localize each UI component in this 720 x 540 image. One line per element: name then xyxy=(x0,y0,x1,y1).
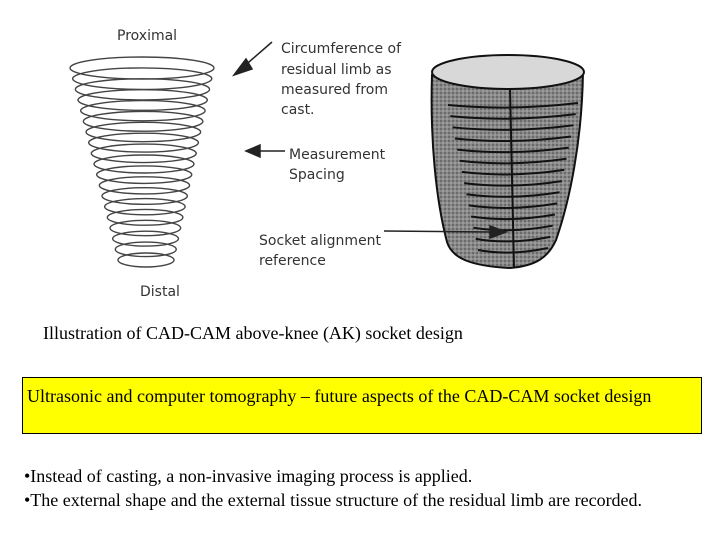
circumference-ring xyxy=(101,186,189,206)
socket-alignment-label-line-2: reference xyxy=(259,253,326,269)
socket-measurement-line xyxy=(461,168,565,176)
circumference-ring xyxy=(98,176,191,195)
socket-measurement-line xyxy=(450,113,576,120)
socket-model xyxy=(430,54,585,270)
circumference-ring xyxy=(85,121,202,143)
circumference-ring xyxy=(111,230,180,247)
circumference-label-line-3: measured from xyxy=(281,82,388,98)
socket-measurement-line xyxy=(475,235,551,243)
socket-measurement-line xyxy=(466,191,560,198)
socket-measurement-line xyxy=(447,102,579,109)
circumference-label-line-1: Circumference of xyxy=(281,41,402,57)
cad-cam-socket-illustration: Proximal Distal Circumference of residua… xyxy=(69,28,585,300)
circumference-ring xyxy=(114,241,177,258)
bullet-list: •Instead of casting, a non-invasive imag… xyxy=(24,464,704,512)
socket-measurement-line xyxy=(477,247,549,254)
proximal-label: Proximal xyxy=(117,28,177,44)
figure-caption: Illustration of CAD-CAM above-knee (AK) … xyxy=(43,323,463,343)
socket-measurement-line xyxy=(468,202,558,209)
bullet-item-2: •The external shape and the external tis… xyxy=(24,490,643,510)
highlight-text: Ultrasonic and computer tomography – fut… xyxy=(27,386,652,406)
socket-measurement-line xyxy=(457,146,569,154)
circumference-ring xyxy=(87,132,200,153)
measurement-label-line-1: Measurement xyxy=(289,147,386,163)
circumference-ring xyxy=(82,110,204,132)
circumference-label-line-4: cast. xyxy=(281,102,315,118)
socket-measurement-line xyxy=(459,157,567,165)
bullet-item-1: •Instead of casting, a non-invasive imag… xyxy=(24,466,473,486)
pointer-arrows xyxy=(231,41,509,240)
circumference-ring xyxy=(79,99,206,122)
distal-label: Distal xyxy=(140,284,180,300)
socket-alignment-label-line-1: Socket alignment xyxy=(259,233,382,249)
socket-measurement-line xyxy=(454,135,572,143)
circumference-label-line-2: residual limb as xyxy=(281,62,392,78)
circumference-ring xyxy=(93,154,195,174)
circumference-ring xyxy=(109,219,182,237)
circumference-ring xyxy=(77,88,209,112)
socket-measurement-line xyxy=(464,180,562,187)
socket-measurement-line xyxy=(473,224,553,232)
socket-measurement-line xyxy=(452,124,574,131)
highlight-box: Ultrasonic and computer tomography – fut… xyxy=(22,377,702,434)
circumference-ring xyxy=(103,197,186,216)
circumference-ring xyxy=(90,143,197,164)
measurement-label-line-2: Spacing xyxy=(289,167,345,183)
circumference-ring xyxy=(106,208,184,226)
circumference-rings xyxy=(69,56,215,268)
socket-measurement-line xyxy=(470,213,556,221)
circumference-ring xyxy=(95,165,193,185)
circumference-ring xyxy=(117,252,175,268)
